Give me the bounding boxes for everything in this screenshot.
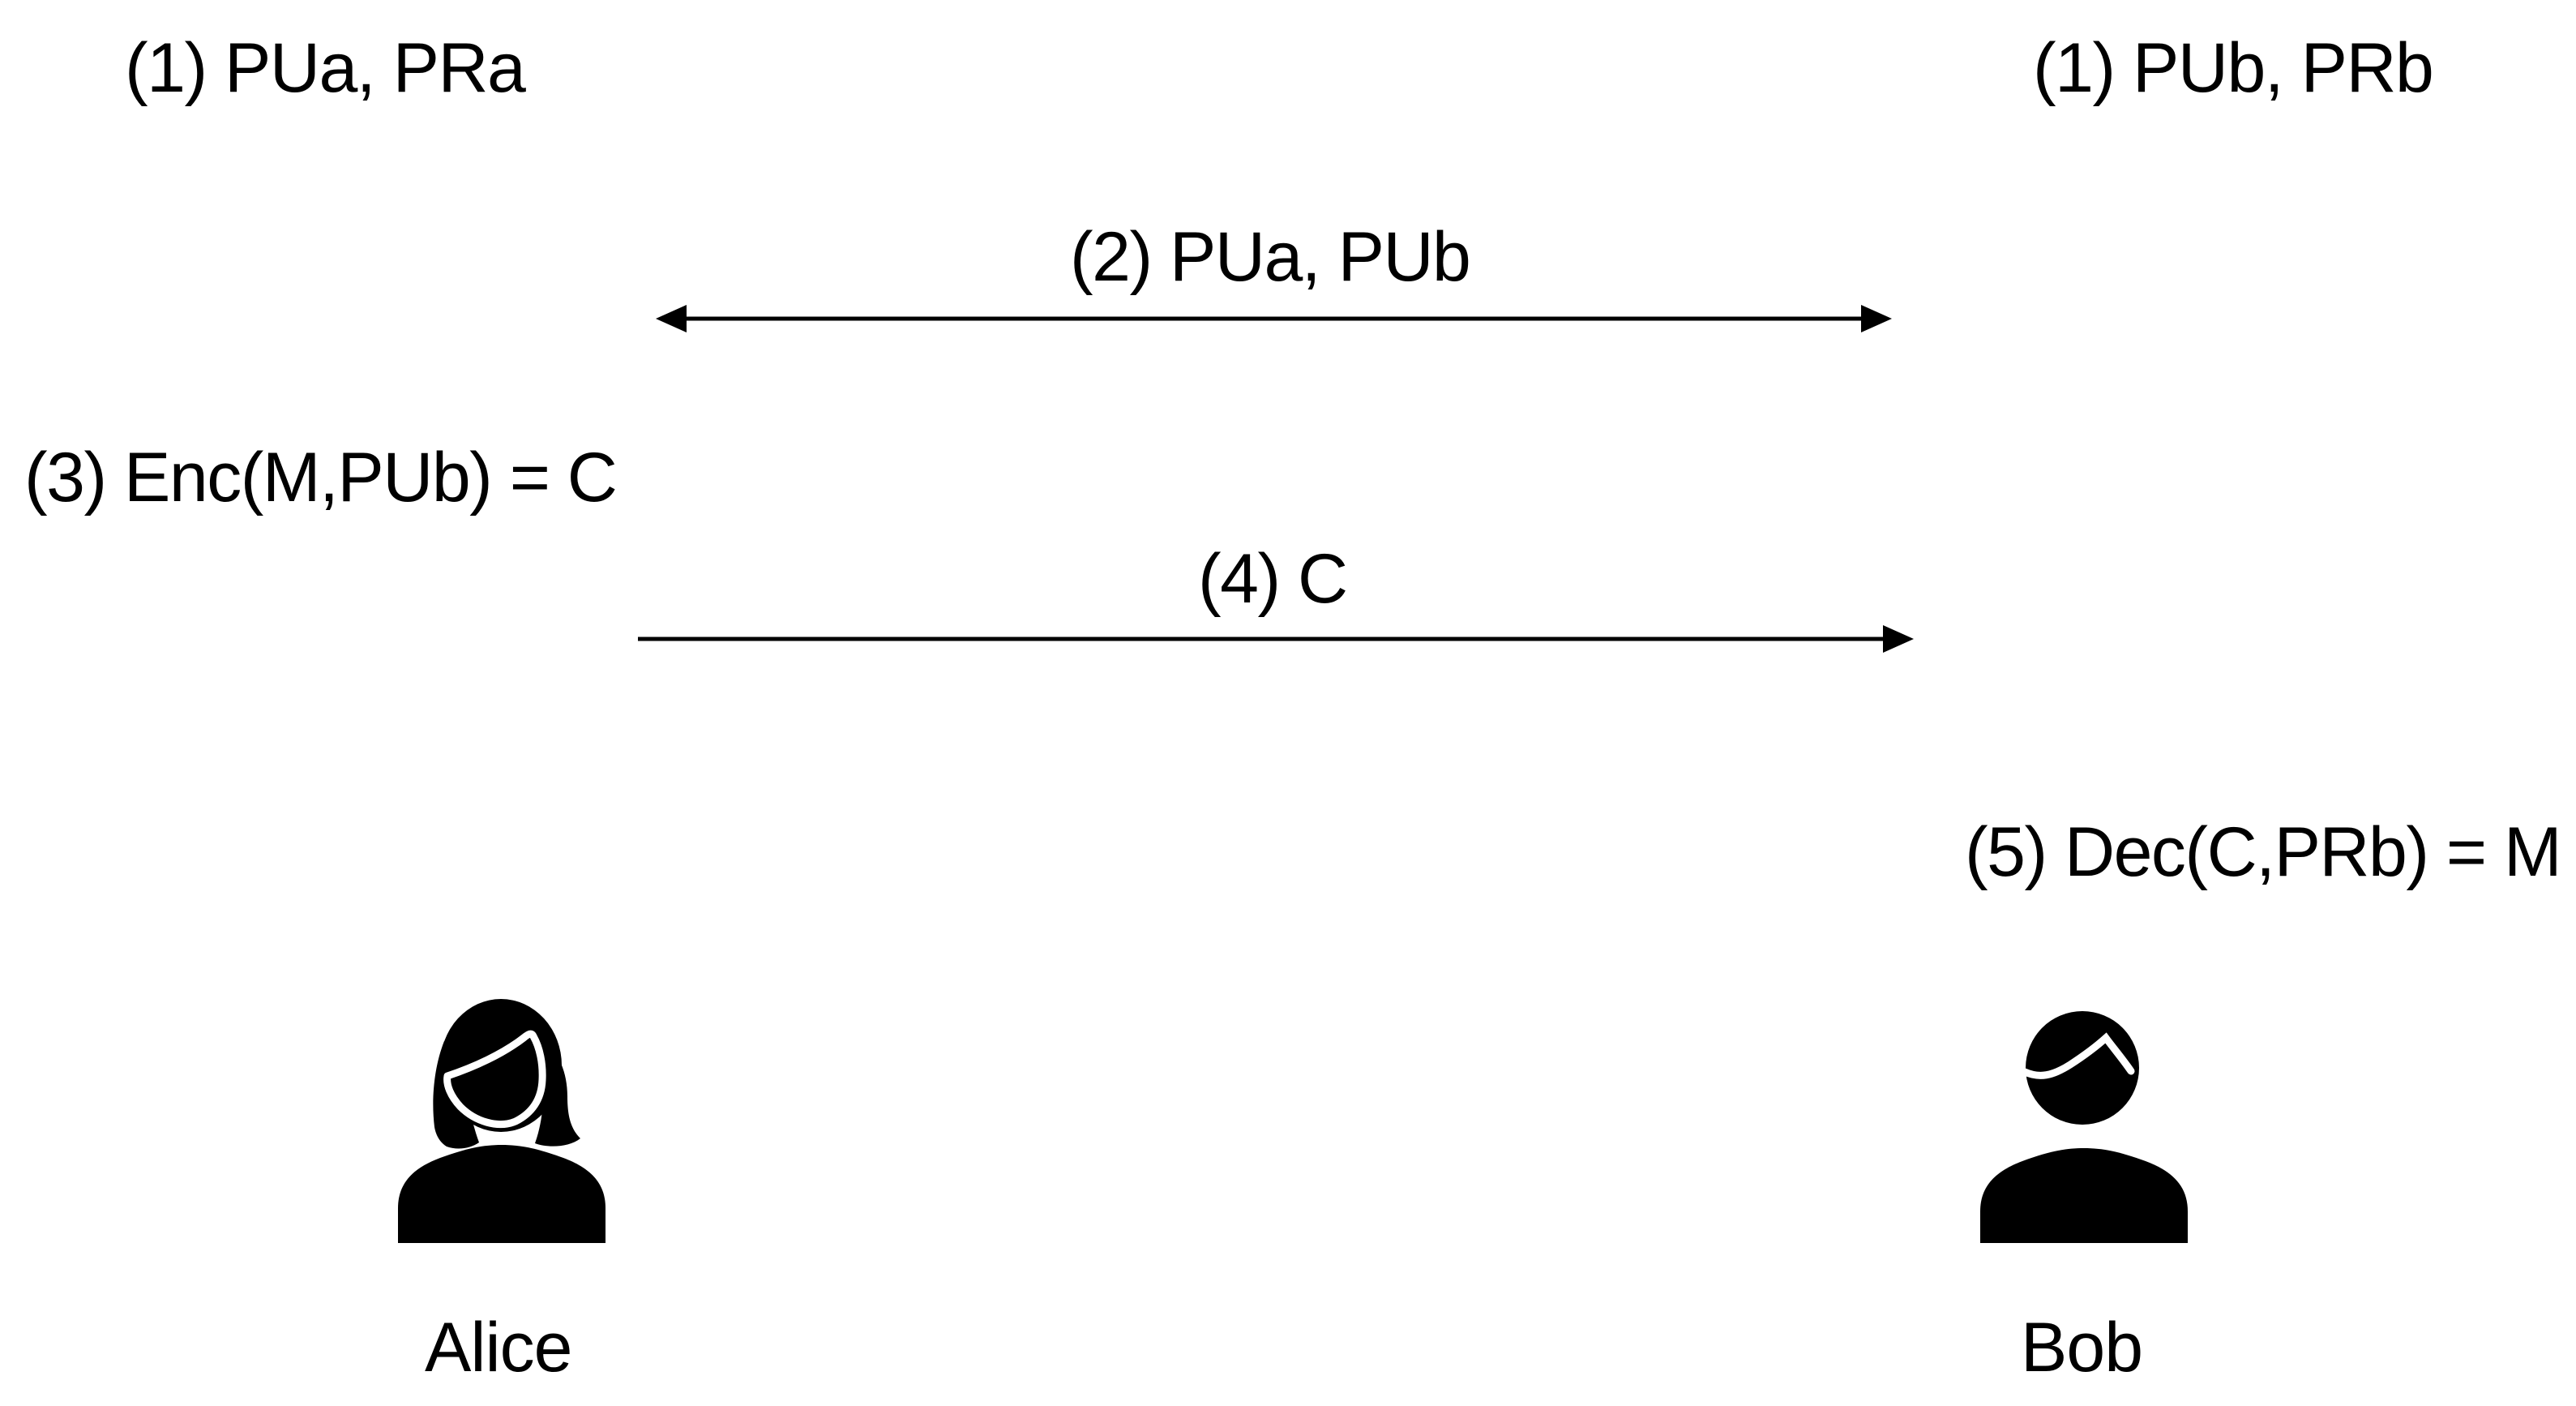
male-user-icon xyxy=(1980,1011,2188,1243)
bob-keygen-label: (1) PUb, PRb xyxy=(2033,29,2434,107)
ciphertext-label: (4) C xyxy=(1198,540,1348,618)
female-user-icon xyxy=(398,999,605,1243)
alice-name-label: Alice xyxy=(425,1309,572,1387)
key-exchange-arrow xyxy=(656,305,1892,332)
encryption-label: (3) Enc(M,PUb) = C xyxy=(24,439,618,517)
alice-keygen-label: (1) PUa, PRa xyxy=(125,29,526,107)
bob-name-label: Bob xyxy=(2021,1309,2143,1387)
key-exchange-label: (2) PUa, PUb xyxy=(1070,218,1471,296)
ciphertext-arrow xyxy=(638,625,1914,653)
decryption-label: (5) Dec(C,PRb) = M xyxy=(1965,813,2562,891)
